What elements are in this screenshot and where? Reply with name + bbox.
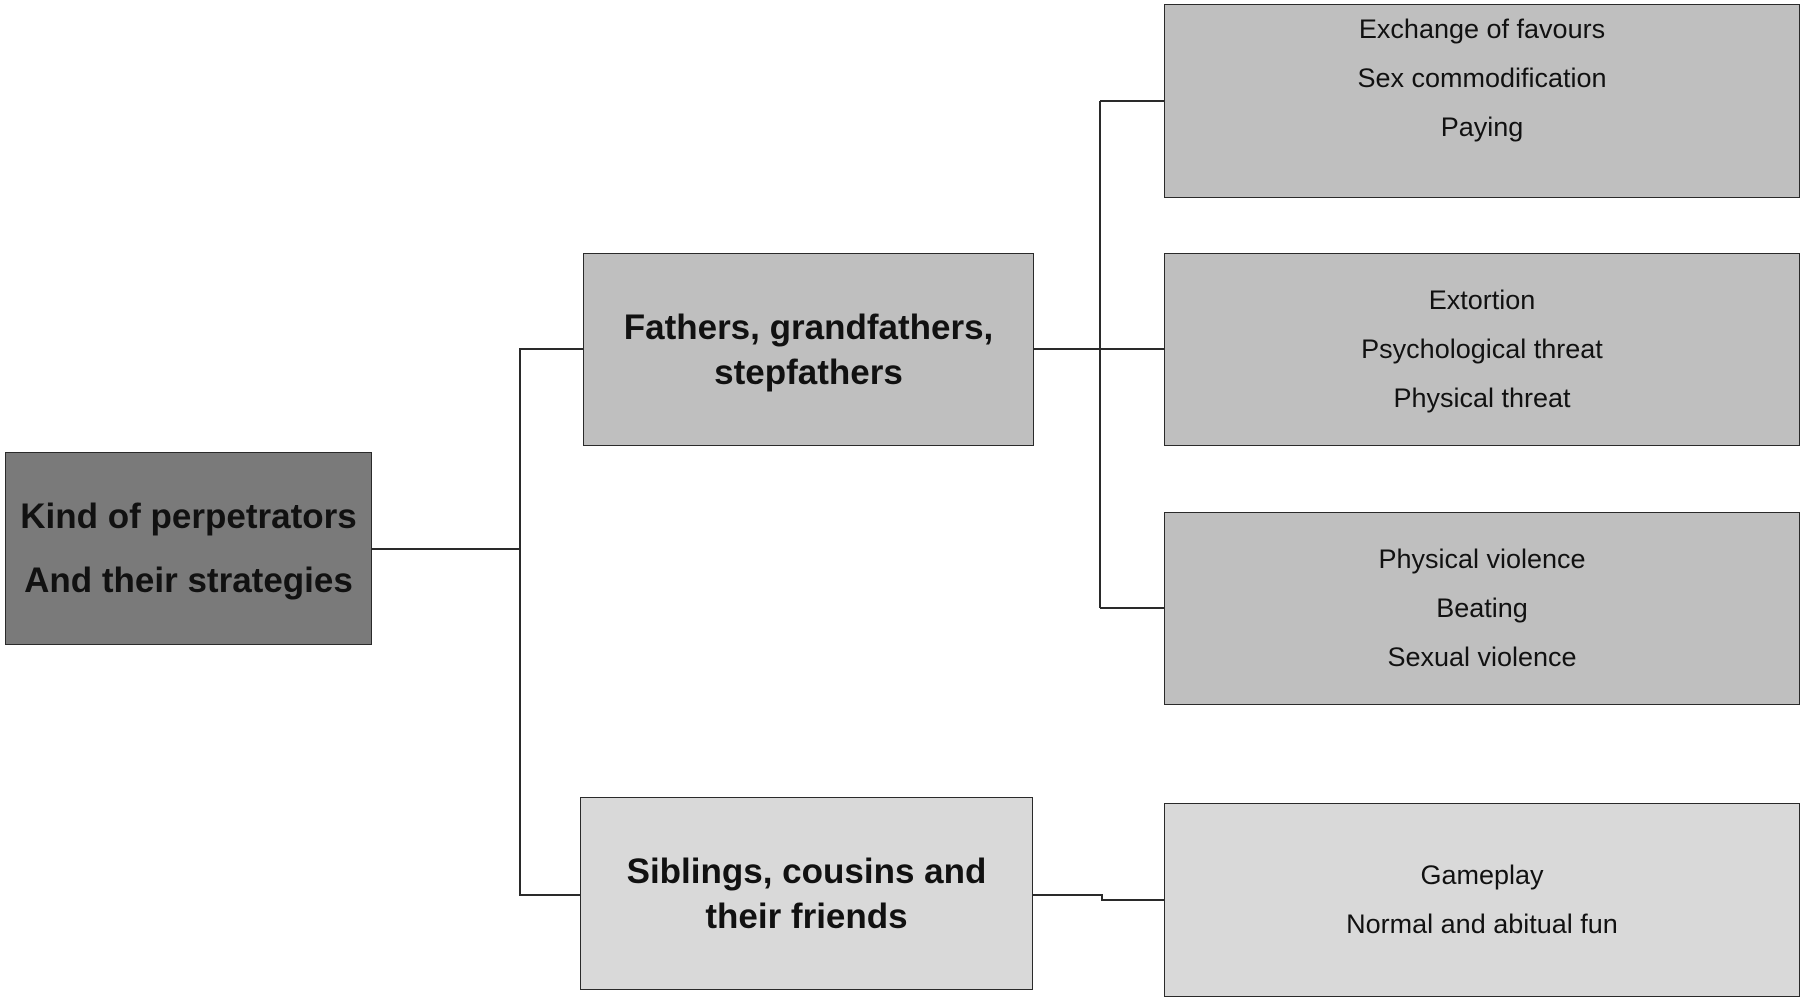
strategy-box-violence: Physical violence Beating Sexual violenc… [1164, 512, 1800, 705]
strategy-item: Exchange of favours [1358, 14, 1606, 44]
strategy-item: Gameplay [1420, 860, 1544, 890]
strategy-item: Physical violence [1378, 544, 1586, 574]
root-line-2: And their strategies [24, 560, 353, 600]
group-siblings-title: Siblings, cousins and their friends [626, 851, 987, 936]
group-fathers-node: Fathers, grandfathers, stepfathers [583, 253, 1034, 446]
root-line-1: Kind of perpetrators [20, 496, 357, 536]
strategy-box-favours: Exchange of favours Sex commodification … [1164, 4, 1800, 198]
group-siblings-node: Siblings, cousins and their friends [580, 797, 1033, 990]
strategy-item: Physical threat [1393, 383, 1571, 413]
strategy-item: Sex commodification [1357, 63, 1607, 93]
strategy-item: Normal and abitual fun [1346, 909, 1618, 939]
strategy-item: Paying [1440, 112, 1524, 142]
root-node: Kind of perpetrators And their strategie… [5, 452, 372, 645]
strategy-item: Extortion [1428, 285, 1536, 315]
strategy-item: Psychological threat [1361, 334, 1603, 364]
group-fathers-title: Fathers, grandfathers, stepfathers [623, 307, 994, 392]
connector-siblings-strategy [1033, 894, 1164, 901]
connector-trunk-siblings [519, 549, 580, 896]
strategy-box-threats: Extortion Psychological threat Physical … [1164, 253, 1800, 446]
strategy-item: Sexual violence [1387, 642, 1577, 672]
strategy-item: Beating [1436, 593, 1528, 623]
connector-trunk-fathers [519, 348, 583, 549]
strategy-box-gameplay: Gameplay Normal and abitual fun [1164, 803, 1800, 997]
